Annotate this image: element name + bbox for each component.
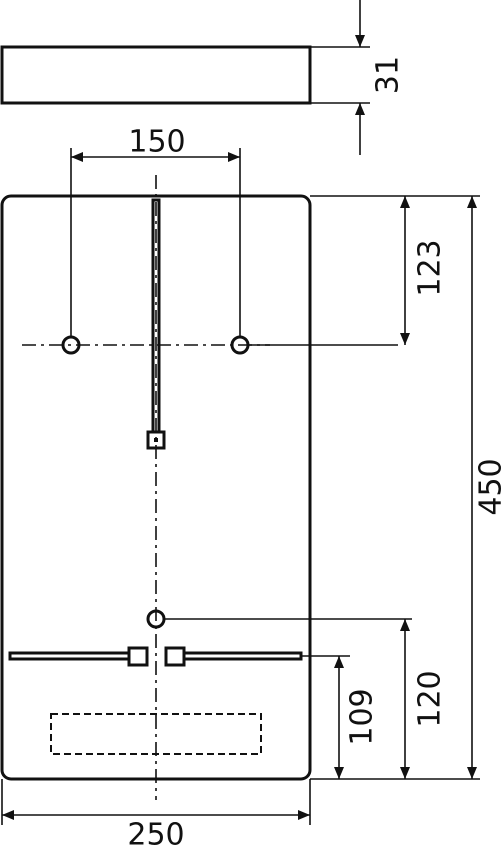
top-to-holes-label: 123 <box>413 239 448 296</box>
right-horizontal-slot <box>182 651 303 661</box>
total-width-label: 250 <box>127 818 184 850</box>
total-height-label: 450 <box>474 458 504 515</box>
slot-height-label: 109 <box>345 688 380 745</box>
dashed-window <box>50 713 262 755</box>
hole-spacing-label: 150 <box>128 125 185 160</box>
slot-end-square <box>146 430 166 450</box>
bottom-hole-label: 120 <box>413 670 448 727</box>
side-view-panel <box>0 45 312 105</box>
right-slot-block <box>164 646 186 667</box>
slot-end-dot <box>154 438 158 442</box>
left-slot-block <box>127 646 149 667</box>
left-horizontal-slot <box>8 651 131 661</box>
depth-label: 31 <box>371 56 406 94</box>
